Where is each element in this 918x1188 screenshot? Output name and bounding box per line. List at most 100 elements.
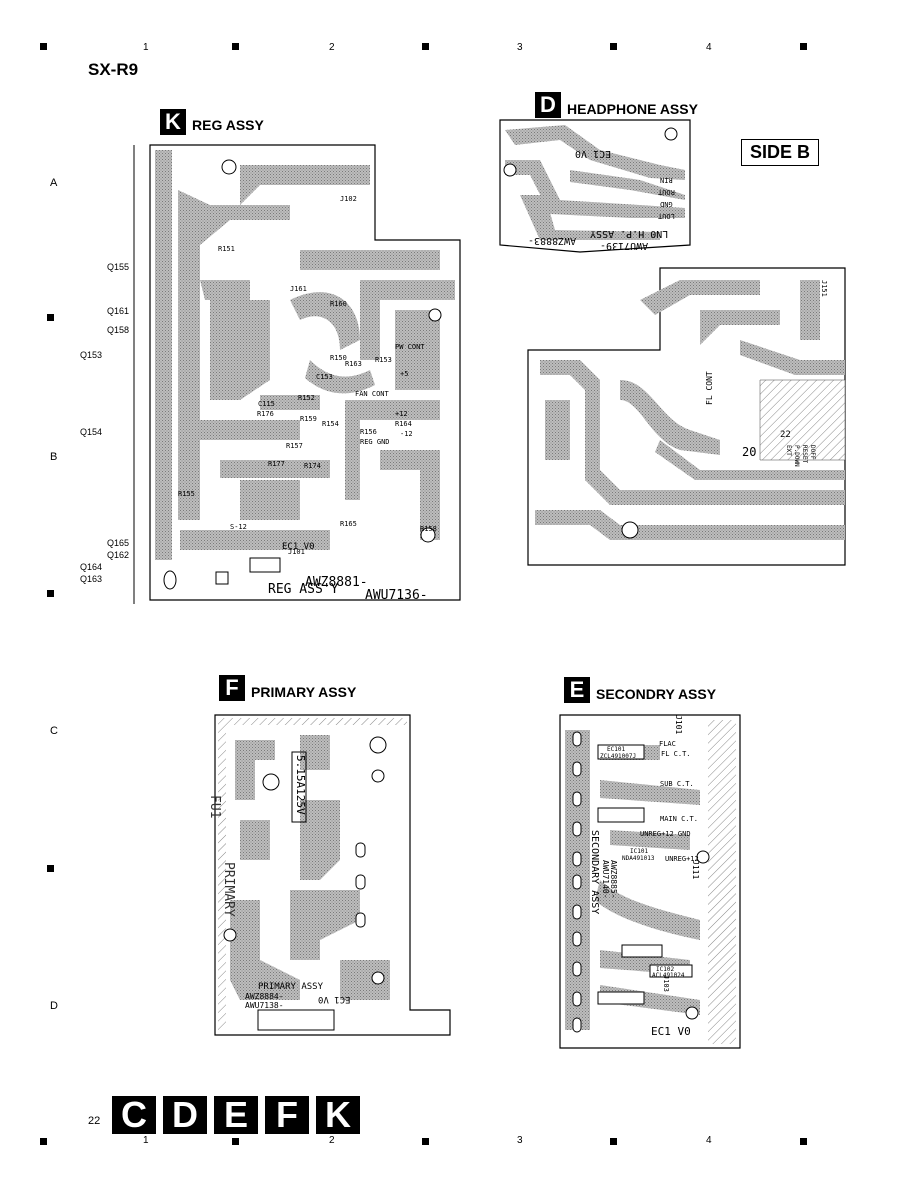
board-silkscreen: J161 [290,285,307,293]
board-silkscreen: J151 [820,280,828,297]
section-tab: C [112,1096,156,1134]
board-title: REG ASSY [192,117,264,133]
registration-mark [47,865,54,872]
registration-mark [47,314,54,321]
section-tab: F [265,1096,309,1134]
side-label: SIDE B [741,139,820,166]
column-number: 1 [143,42,149,53]
board-title: SECONDRY ASSY [596,686,717,702]
board-letter-badge: K [160,109,186,135]
board-silkscreen: R174 [304,462,321,470]
board-silkscreen: S-12 [230,523,247,531]
reg-assy-board [133,144,461,604]
board-silkscreen: J101 [674,715,683,735]
board-silkscreen: AWZ8884- [245,992,284,1001]
board-silkscreen: J101 [288,548,305,556]
board-silkscreen: SECONDARY ASSY [589,830,600,915]
board-silkscreen: R154 [322,420,339,428]
transistor-label: Q162 [107,550,130,560]
board-silkscreen: AWU7136- [365,588,428,603]
board-silkscreen: R151 [218,245,235,253]
primary-assy-board [214,714,451,1036]
board-silkscreen: 20 [742,445,757,459]
page-number: 22 [88,1115,101,1127]
board-silkscreen: R160 [330,300,347,308]
board-silkscreen: J102 [340,195,357,203]
board-silkscreen: EXT [785,445,792,456]
board-silkscreen: R152 [298,394,315,402]
board-silkscreen: REG ASS'Y [268,582,339,597]
board-silkscreen: IC101 [630,848,649,855]
registration-mark [800,43,807,50]
column-number: 3 [517,42,523,53]
column-number: 2 [329,42,335,53]
transistor-label: Q163 [80,574,103,584]
registration-mark [610,43,617,50]
board-title: HEADPHONE ASSY [567,101,698,117]
board-silkscreen: IC102 [656,966,675,973]
board-silkscreen: R164 [395,420,412,428]
board-silkscreen: AWU7139- [600,240,649,251]
board-silkscreen: EC101 [607,746,626,753]
board-silkscreen: 22 [780,430,791,440]
section-tab: E [214,1096,258,1134]
board-letter-badge: D [535,92,561,118]
board-silkscreen: ZCL491007J [600,753,637,760]
board-silkscreen: J111 [691,860,700,880]
board-silkscreen: AWZ8881- [305,575,368,590]
board-silkscreen: SUB C.T. [660,780,694,788]
transistor-label: Q155 [107,262,130,272]
board-silkscreen: FU1 [207,795,222,819]
board-silkscreen: -12 [400,430,413,438]
board-silkscreen: UNREG+12 GND [640,830,691,838]
board-silkscreen: PRIMARY ASSY [258,982,324,992]
board-silkscreen: FAN CONT [355,390,389,398]
board-silkscreen: R177 [268,460,285,468]
board-silkscreen: R153 [375,356,392,364]
board-silkscreen: P.DOWN [793,445,800,467]
board-letter-badge: F [219,675,245,701]
board-silkscreen: LN0 H.P. ASSY [590,228,669,239]
registration-mark [422,1138,429,1145]
transistor-label: Q161 [107,306,130,316]
board-silkscreen: R156 [360,428,377,436]
board-silkscreen: C153 [316,373,333,381]
board-silkscreen: MAIN C.T. [660,815,698,823]
side-b-board [527,267,846,566]
board-silkscreen: AWZ8885- [609,860,618,899]
board-silkscreen: FL C.T. [661,750,691,758]
registration-mark [800,1138,807,1145]
column-number: 2 [329,1135,335,1146]
board-silkscreen: ACL491024 [652,972,685,979]
board-silkscreen: EC1 V0 [282,542,315,552]
column-number: 4 [706,42,712,53]
board-silkscreen: NDA491013 [622,855,655,862]
registration-mark [422,43,429,50]
registration-mark [40,43,47,50]
registration-mark [47,590,54,597]
board-silkscreen: AWU7138- [245,1001,284,1010]
board-silkscreen: FL CONT [705,371,714,405]
board-silkscreen: PRIMARY [221,862,236,917]
row-letter: C [50,725,58,737]
row-letter: D [50,1000,58,1012]
model-title: SX-R9 [88,60,139,79]
board-silkscreen: 5.15A125V [294,755,307,815]
secondry-assy-board [559,714,741,1049]
board-silkscreen: J103 [662,975,670,992]
board-silkscreen: EC1 V0 [575,148,612,159]
board-silkscreen: R155 [178,490,195,498]
board-silkscreen: EC1 V0 [318,994,351,1004]
section-tab: K [316,1096,360,1134]
registration-mark [40,1138,47,1145]
board-silkscreen: DOFF [809,445,816,460]
section-tab: D [163,1096,207,1134]
transistor-label: Q153 [80,350,103,360]
registration-mark [232,1138,239,1145]
board-silkscreen: PW CONT [395,343,425,351]
board-silkscreen: RESET [801,445,808,464]
board-silkscreen: AWZ8883- [528,235,577,246]
board-silkscreen: R158 [420,525,437,533]
board-silkscreen: EC1 V0 [651,1025,691,1038]
